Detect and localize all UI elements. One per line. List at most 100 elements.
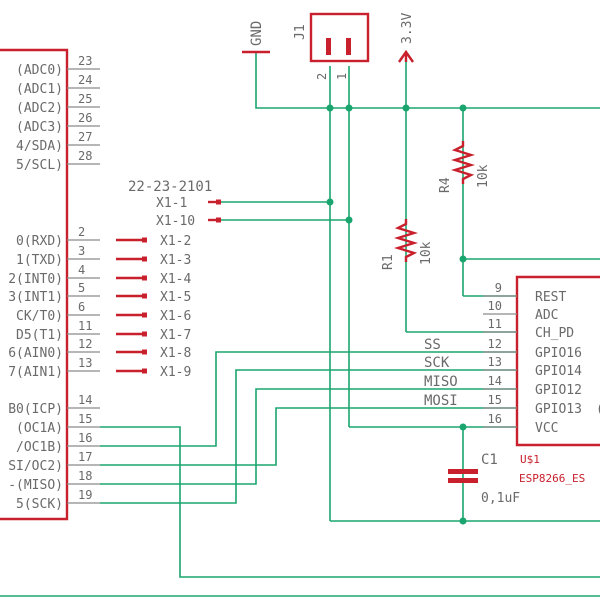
resistor-r1: R1 10k	[381, 219, 434, 270]
header-pin-label: X1-2	[160, 234, 191, 249]
left-ic-pin-label: (ADC3)	[16, 120, 63, 135]
header-pin-label: X1-6	[160, 309, 191, 324]
header-pin-label: X1-4	[160, 272, 191, 287]
header-pin-contact	[216, 217, 221, 223]
ss-wire	[100, 351, 516, 447]
esp-body	[515, 275, 600, 447]
left-ic: 23(ADC0)24(ADC1)25(ADC2)26(ADC3)274/SDA)…	[0, 48, 100, 521]
vcc-label: 3.3V	[400, 13, 415, 44]
left-ic-pin-num: 2	[78, 225, 85, 239]
spi-label-mosi: MOSI	[424, 393, 458, 409]
r1-zigzag	[393, 219, 419, 262]
left-ic-pin-num: 28	[78, 149, 92, 163]
miso-wire	[100, 388, 516, 485]
esp-pin-num: 13	[488, 355, 502, 369]
c1-plate-bottom	[448, 478, 478, 483]
esp-pin-label: GPIO16	[535, 346, 582, 361]
header-connector: 22-23-2101 X1-1X1-10X1-2X1-3X1-4X1-5X1-6…	[116, 179, 221, 380]
header-pin-label: X1-10	[156, 214, 195, 229]
wires	[0, 52, 600, 597]
sck-wire	[100, 369, 516, 504]
esp-part: ESP8266_ES	[519, 472, 585, 485]
left-ic-pin-label: 4/SDA)	[16, 139, 63, 154]
header-pin-contact	[142, 237, 147, 243]
left-ic-pin-num: 19	[78, 488, 92, 502]
header-pin-label: X1-5	[160, 290, 191, 305]
esp-cut-letter: (	[596, 402, 600, 417]
header-pins: X1-1X1-10X1-2X1-3X1-4X1-5X1-6X1-7X1-8X1-…	[116, 196, 221, 380]
esp-pin-num: 14	[488, 374, 502, 388]
left-ic-body	[0, 48, 69, 521]
left-ic-pin-num: 26	[78, 111, 92, 125]
left-ic-pin-label: 3(INT1)	[8, 290, 63, 305]
left-ic-pin-label: 2(INT0)	[8, 272, 63, 287]
junction-dot	[345, 216, 353, 224]
left-ic-pin-label: 0(RXD)	[16, 234, 63, 249]
left-ic-pin-label: -(MISO)	[8, 478, 63, 493]
junction-dot	[326, 198, 334, 206]
r1-value: 10k	[419, 241, 434, 265]
junction-dot	[459, 255, 467, 263]
header-pin-contact	[216, 199, 221, 205]
left-ic-pin-num: 27	[78, 130, 92, 144]
r1-name: R1	[381, 254, 396, 270]
c1-value: 0,1uF	[481, 491, 520, 506]
left-ic-pins: 23(ADC0)24(ADC1)25(ADC2)26(ADC3)274/SDA)…	[8, 54, 100, 512]
left-ic-pin-label: 1(TXD)	[16, 253, 63, 268]
left-ic-pin-label: (ADC2)	[16, 101, 63, 116]
left-ic-pin-label: (ADC1)	[16, 82, 63, 97]
resistor-r4: R4 10k	[438, 141, 491, 193]
esp-pin-label: GPIO13	[535, 402, 582, 417]
header-pin-contact	[142, 275, 147, 281]
j1-name: J1	[293, 24, 308, 40]
header-pin-label: X1-1	[156, 196, 187, 211]
header-pin-label: X1-8	[160, 346, 191, 361]
left-ic-pin-label: (ADC0)	[16, 63, 63, 78]
left-ic-pin-label: 5/SCL)	[16, 158, 63, 173]
c1-name: C1	[481, 452, 498, 468]
left-ic-pin-label: D5(T1)	[16, 328, 63, 343]
left-ic-pin-label: B0(ICP)	[8, 402, 63, 417]
left-ic-pin-num: 17	[78, 450, 92, 464]
esp-pin-num: 16	[488, 412, 502, 426]
left-ic-pin-num: 4	[78, 263, 85, 277]
header-pin-label: X1-7	[160, 328, 191, 343]
left-ic-pin-num: 12	[78, 337, 92, 351]
left-ic-pin-num: 3	[78, 244, 85, 258]
r4-name: R4	[438, 177, 453, 193]
vcc-symbol: 3.3V	[398, 13, 415, 63]
esp-pin-num: 9	[495, 281, 502, 295]
esp-pin-num: 15	[488, 393, 502, 407]
esp-pin-label: GPIO14	[535, 364, 582, 379]
header-pin-contact	[142, 312, 147, 318]
spi-label-miso: MISO	[424, 374, 458, 390]
junction-dot	[459, 517, 467, 525]
header-pin-contact	[142, 293, 147, 299]
esp8266-module: 9REST10ADC11CH_PD12GPIO1613GPIO1414GPIO1…	[483, 275, 600, 485]
left-ic-pin-num: 5	[78, 281, 85, 295]
header-pin-contact	[142, 256, 147, 262]
junctions	[326, 104, 467, 525]
header-pin-contact	[142, 349, 147, 355]
gnd-symbol: GND	[242, 21, 270, 54]
left-ic-pin-label: 7(AIN1)	[8, 365, 63, 380]
junction-dot	[459, 104, 467, 112]
junction-dot	[459, 423, 467, 431]
header-pin-contact	[142, 331, 147, 337]
left-ic-pin-num: 24	[78, 73, 92, 87]
header-part-name: 22-23-2101	[128, 179, 212, 195]
spi-labels: SS SCK MISO MOSI	[424, 337, 458, 409]
j1-pin2-num: 2	[315, 73, 329, 80]
j1-pin1-contact	[346, 38, 351, 55]
j1-pin1-num: 1	[335, 73, 349, 80]
header-pin-label: X1-3	[160, 253, 191, 268]
header-pin-label: X1-9	[160, 365, 191, 380]
left-ic-pin-label: (OC1A)	[16, 421, 63, 436]
junction-dot	[402, 104, 410, 112]
esp-pin-num: 11	[488, 317, 502, 331]
pin15-wire	[100, 426, 600, 578]
left-ic-pin-num: 13	[78, 356, 92, 370]
left-ic-pin-label: SI/OC2)	[8, 459, 63, 474]
left-ic-pin-label: 6(AIN0)	[8, 346, 63, 361]
r4-value: 10k	[476, 164, 491, 188]
